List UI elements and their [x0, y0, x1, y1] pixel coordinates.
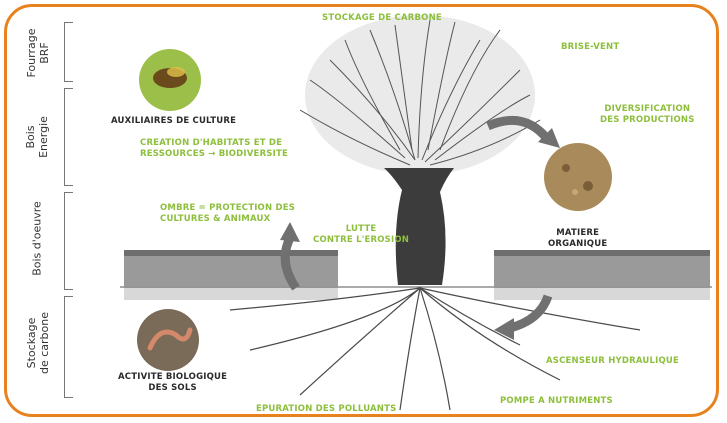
label-pompe-nutriments: POMPE A NUTRIMENTS	[500, 396, 613, 407]
label-matiere-organique: MATIEREORGANIQUE	[548, 228, 607, 250]
tree-roots	[230, 288, 640, 410]
label-activite-biologique: ACTIVITE BIOLOGIQUEDES SOLS	[118, 372, 227, 394]
label-ascenseur-hydraulique: ASCENSEUR HYDRAULIQUE	[546, 356, 679, 367]
label-auxiliaires: AUXILIAIRES DE CULTURE	[111, 116, 236, 127]
label-brise-vent: BRISE-VENT	[561, 42, 619, 53]
label-ombre: OMBRE = PROTECTION DESCULTURES & ANIMAUX	[160, 203, 295, 225]
cycle-arrow-right	[494, 296, 548, 340]
label-epuration-polluants: EPURATION DES POLLUANTS	[256, 404, 396, 415]
earthworm-photo	[137, 309, 199, 371]
label-creation-habitats: CREATION D'HABITATS ET DERESSOURCES → BI…	[140, 138, 288, 160]
crop-strip-left	[124, 250, 338, 300]
label-stockage-carbone: STOCKAGE DE CARBONE	[322, 13, 442, 24]
label-diversification: DIVERSIFICATIONDES PRODUCTIONS	[600, 104, 695, 126]
crop-strip-right	[494, 250, 710, 300]
soil-photo	[544, 143, 612, 211]
label-lutte-erosion: LUTTECONTRE L'EROSION	[313, 224, 409, 246]
